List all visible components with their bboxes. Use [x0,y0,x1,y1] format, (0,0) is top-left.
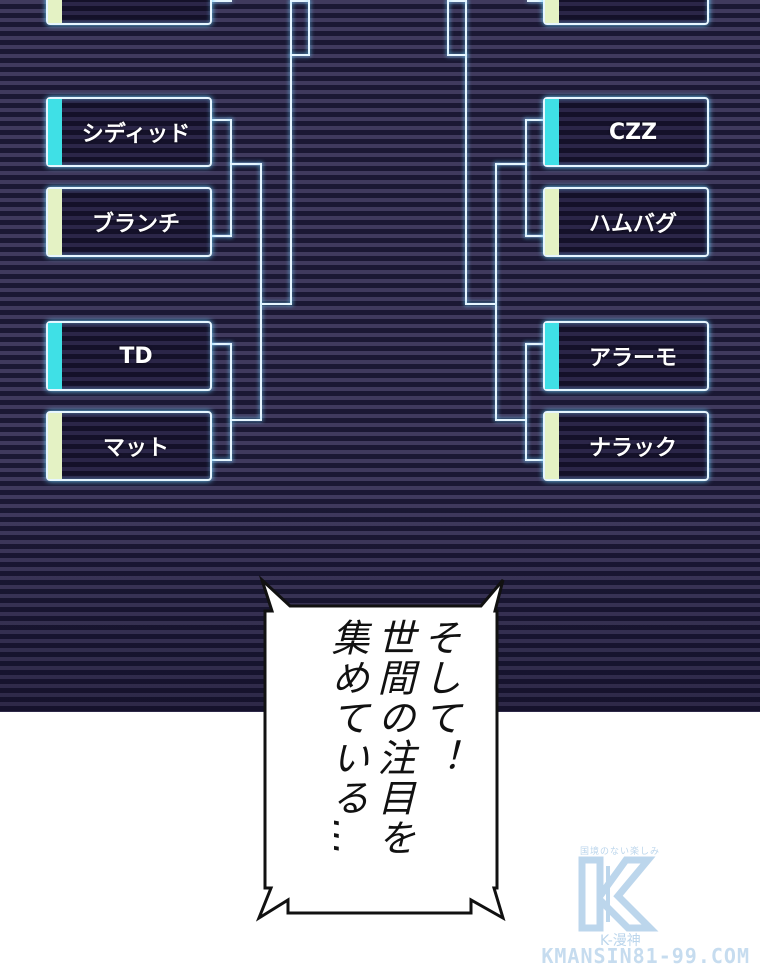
bracket-slot-left-td: TD [46,321,212,391]
bracket-connector [495,419,527,421]
bracket-slot-right-czz: CZZ [543,97,709,167]
player-name: シディッド [81,122,191,147]
winner-indicator-bar [545,323,559,389]
bracket-connector [525,459,545,461]
bracket-connector [447,54,467,56]
bracket-connector [525,343,527,461]
watermark-k-logo-icon [578,856,659,932]
bracket-connector [525,235,545,237]
bracket-connector [447,0,449,55]
bracket-connector [525,343,545,345]
player-name: ナラック [588,436,677,461]
winner-indicator-bar [48,323,62,389]
bracket-connector [495,163,497,420]
bracket-connector [525,119,545,121]
bracket-connector [230,119,232,237]
bracket-slot-right-top-partial [543,0,709,25]
bracket-slot-right-humbug: ハムバグ [543,187,709,257]
bracket-connector [230,419,262,421]
bracket-connector [212,119,232,121]
bracket-connector [212,235,232,237]
bracket-connector [212,343,232,345]
loser-indicator-bar [545,413,559,479]
player-name: ハムバグ [588,212,677,237]
bracket-connector [212,0,232,2]
speech-line-1: そして！ [417,618,461,778]
loser-indicator-bar [545,0,559,23]
winner-indicator-bar [545,99,559,165]
bracket-connector [262,303,292,305]
bracket-connector [290,54,310,56]
player-name: アラーモ [588,346,677,371]
loser-indicator-bar [48,0,62,23]
player-name: ブランチ [91,212,180,237]
bracket-connector [290,0,292,305]
player-name: マット [102,436,169,461]
bracket-slot-right-narak: ナラック [543,411,709,481]
bracket-slot-left-branch: ブランチ [46,187,212,257]
bracket-connector [525,119,527,237]
watermark-brand: K-漫神 [600,933,641,949]
bracket-connector [260,163,262,420]
bracket-connector [212,459,232,461]
bracket-connector [308,0,310,55]
bracket-connector [495,163,527,165]
loser-indicator-bar [48,189,62,255]
bracket-slot-left-matt: マット [46,411,212,481]
bracket-connector [465,303,495,305]
bracket-slot-left-sidid: シディッド [46,97,212,167]
loser-indicator-bar [545,189,559,255]
bracket-connector [230,343,232,461]
bracket-connector [290,0,310,2]
winner-indicator-bar [48,99,62,165]
speech-line-3: 集めている… [325,618,369,858]
bracket-connector [465,0,467,305]
bracket-connector [447,0,467,2]
bracket-slot-right-alamo: アラーモ [543,321,709,391]
bracket-slot-left-top-partial [46,0,212,25]
speech-line-2: 世間の注目を [371,618,415,858]
bracket-connector [230,163,262,165]
watermark-tagline: 国境のない楽しみ [580,847,661,857]
player-name: CZZ [608,119,658,145]
watermark-url: KMANSIN81-99.COM [541,944,750,968]
player-name: TD [119,343,153,369]
speech-bubble-text: そして！ 世間の注目を 集めている… [302,618,462,868]
bracket-connector [527,0,545,2]
watermark: 国境のない楽しみ K-漫神 KMANSIN81-99.COM [541,840,760,968]
loser-indicator-bar [48,413,62,479]
